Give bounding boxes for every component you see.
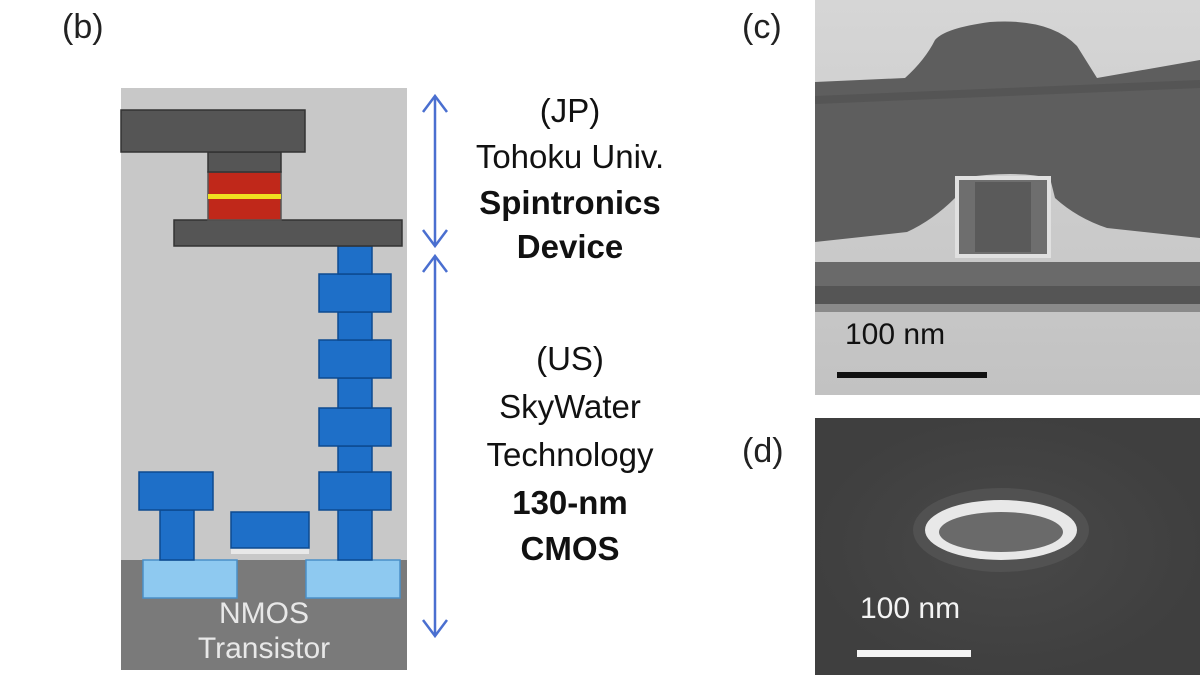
sem-top-view-image [815, 418, 1200, 675]
source-diffusion [142, 559, 238, 599]
panel-c-label: (c) [742, 8, 782, 46]
via-stack-1 [337, 509, 373, 561]
us-country: (US) [536, 340, 604, 377]
mtj-barrier [208, 194, 281, 199]
left-contact-via [159, 509, 195, 561]
top-electrode [120, 109, 306, 153]
tem-top-film [815, 21, 1200, 242]
spintronics-range-arrow [422, 93, 448, 249]
tem-scale-label: 100 nm [845, 318, 946, 351]
jp-country: (JP) [539, 92, 601, 129]
cmos-range-arrow [422, 253, 448, 639]
tem-scale-bar [837, 372, 987, 378]
panel-b-label: (b) [62, 8, 104, 46]
nmos-label-line2: Transistor [197, 632, 331, 665]
metal-3 [318, 339, 392, 379]
panel-d-label: (d) [742, 432, 784, 470]
via-stack-4 [337, 311, 373, 341]
drain-diffusion [305, 559, 401, 599]
left-metal-1 [138, 471, 214, 511]
nmos-label-line1: NMOS [219, 597, 309, 630]
nmos-label: NMOS Transistor [121, 596, 407, 666]
spintronics-title-line1: Spintronics [479, 184, 661, 221]
spintronics-title-line2: Device [516, 228, 624, 265]
tem-bottom-layer [815, 262, 1200, 286]
gate [230, 511, 310, 549]
gate-oxide [231, 548, 309, 554]
via-stack-3 [337, 377, 373, 409]
tem-cross-section-image [815, 0, 1200, 395]
cmos-title-line2: CMOS [520, 530, 620, 567]
sem-scale-label: 100 nm [860, 592, 961, 625]
jp-institution: Tohoku Univ. [475, 138, 665, 175]
us-institution-line1: SkyWater [499, 388, 641, 425]
cmos-title-line1: 130-nm [512, 484, 628, 521]
mtj-top-cap [207, 151, 282, 173]
via-stack-5 [337, 245, 373, 275]
bottom-electrode [173, 219, 403, 247]
metal-1 [318, 471, 392, 511]
us-institution-line2: Technology [486, 436, 654, 473]
sem-scale-bar [857, 650, 971, 657]
metal-2 [318, 407, 392, 447]
via-stack-2 [337, 445, 373, 473]
metal-4 [318, 273, 392, 313]
